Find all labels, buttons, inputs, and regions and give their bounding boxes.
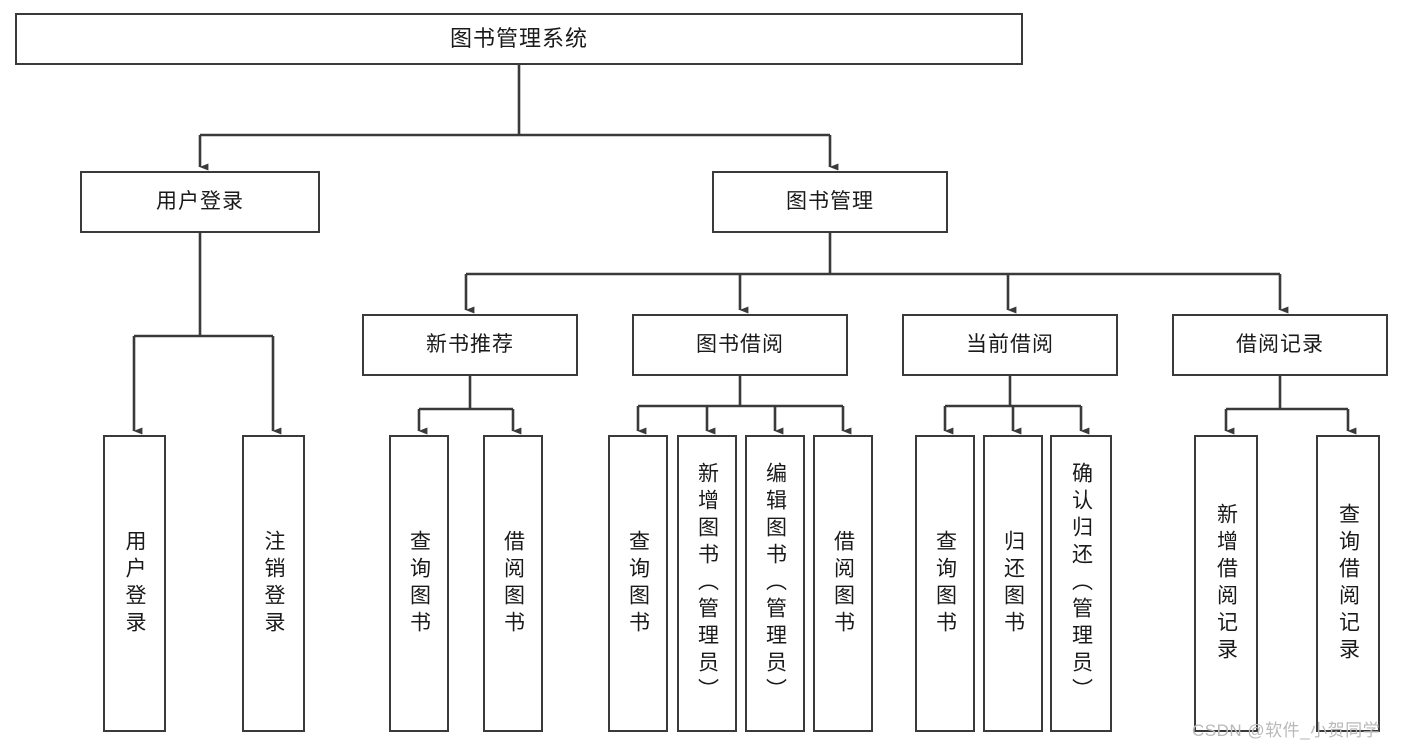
csdn-watermark-text: CSDN @软件_小贺同学 xyxy=(1192,721,1381,740)
node-leaf-query-record[interactable]: 查询借阅记录 xyxy=(1316,435,1380,732)
node-leaf-confirm-return[interactable]: 确认归还（管理员） xyxy=(1050,435,1112,732)
node-book-manage-label: 图书管理 xyxy=(786,190,874,214)
node-book-borrow-label: 图书借阅 xyxy=(696,333,784,357)
node-leaf-user-login-label: 用户登录 xyxy=(123,529,146,638)
node-current-borrow-label: 当前借阅 xyxy=(966,333,1054,357)
node-leaf-query-book-2[interactable]: 查询图书 xyxy=(608,435,668,732)
node-leaf-borrow-book-1-label: 借阅图书 xyxy=(501,529,525,638)
node-leaf-user-logout-label: 注销登录 xyxy=(262,529,285,638)
node-leaf-borrow-book-1[interactable]: 借阅图书 xyxy=(483,435,543,732)
node-leaf-query-book-3-label: 查询图书 xyxy=(933,529,957,638)
node-leaf-confirm-return-label: 确认归还（管理员） xyxy=(1069,462,1093,705)
node-leaf-query-book-1-label: 查询图书 xyxy=(407,529,431,638)
node-new-book-recommend-label: 新书推荐 xyxy=(426,333,514,357)
node-current-borrow[interactable]: 当前借阅 xyxy=(902,314,1118,376)
node-leaf-query-book-1[interactable]: 查询图书 xyxy=(389,435,449,732)
node-leaf-edit-book[interactable]: 编辑图书（管理员） xyxy=(745,435,805,732)
node-leaf-query-book-3[interactable]: 查询图书 xyxy=(915,435,975,732)
node-leaf-return-book-label: 归还图书 xyxy=(1001,529,1025,638)
node-book-manage[interactable]: 图书管理 xyxy=(712,171,948,233)
node-leaf-borrow-book-2[interactable]: 借阅图书 xyxy=(813,435,873,732)
node-new-book-recommend[interactable]: 新书推荐 xyxy=(362,314,578,376)
node-borrow-record-label: 借阅记录 xyxy=(1236,333,1324,357)
node-leaf-edit-book-label: 编辑图书（管理员） xyxy=(763,462,787,705)
node-leaf-add-record[interactable]: 新增借阅记录 xyxy=(1194,435,1258,732)
node-leaf-add-book-label: 新增图书（管理员） xyxy=(695,462,719,705)
node-user-login[interactable]: 用户登录 xyxy=(80,171,320,233)
node-leaf-user-logout[interactable]: 注销登录 xyxy=(242,435,305,732)
node-leaf-user-login[interactable]: 用户登录 xyxy=(103,435,166,732)
node-leaf-query-record-label: 查询借阅记录 xyxy=(1336,502,1360,665)
node-user-login-label: 用户登录 xyxy=(156,190,244,214)
node-leaf-borrow-book-2-label: 借阅图书 xyxy=(831,529,855,638)
node-book-borrow[interactable]: 图书借阅 xyxy=(632,314,848,376)
node-leaf-query-book-2-label: 查询图书 xyxy=(626,529,650,638)
csdn-watermark: CSDN @软件_小贺同学 xyxy=(1192,716,1380,741)
node-leaf-add-record-label: 新增借阅记录 xyxy=(1214,502,1238,665)
node-borrow-record[interactable]: 借阅记录 xyxy=(1172,314,1388,376)
node-leaf-add-book[interactable]: 新增图书（管理员） xyxy=(677,435,737,732)
node-leaf-return-book[interactable]: 归还图书 xyxy=(983,435,1043,732)
node-root[interactable]: 图书管理系统 xyxy=(15,13,1023,65)
node-root-label: 图书管理系统 xyxy=(449,25,588,51)
